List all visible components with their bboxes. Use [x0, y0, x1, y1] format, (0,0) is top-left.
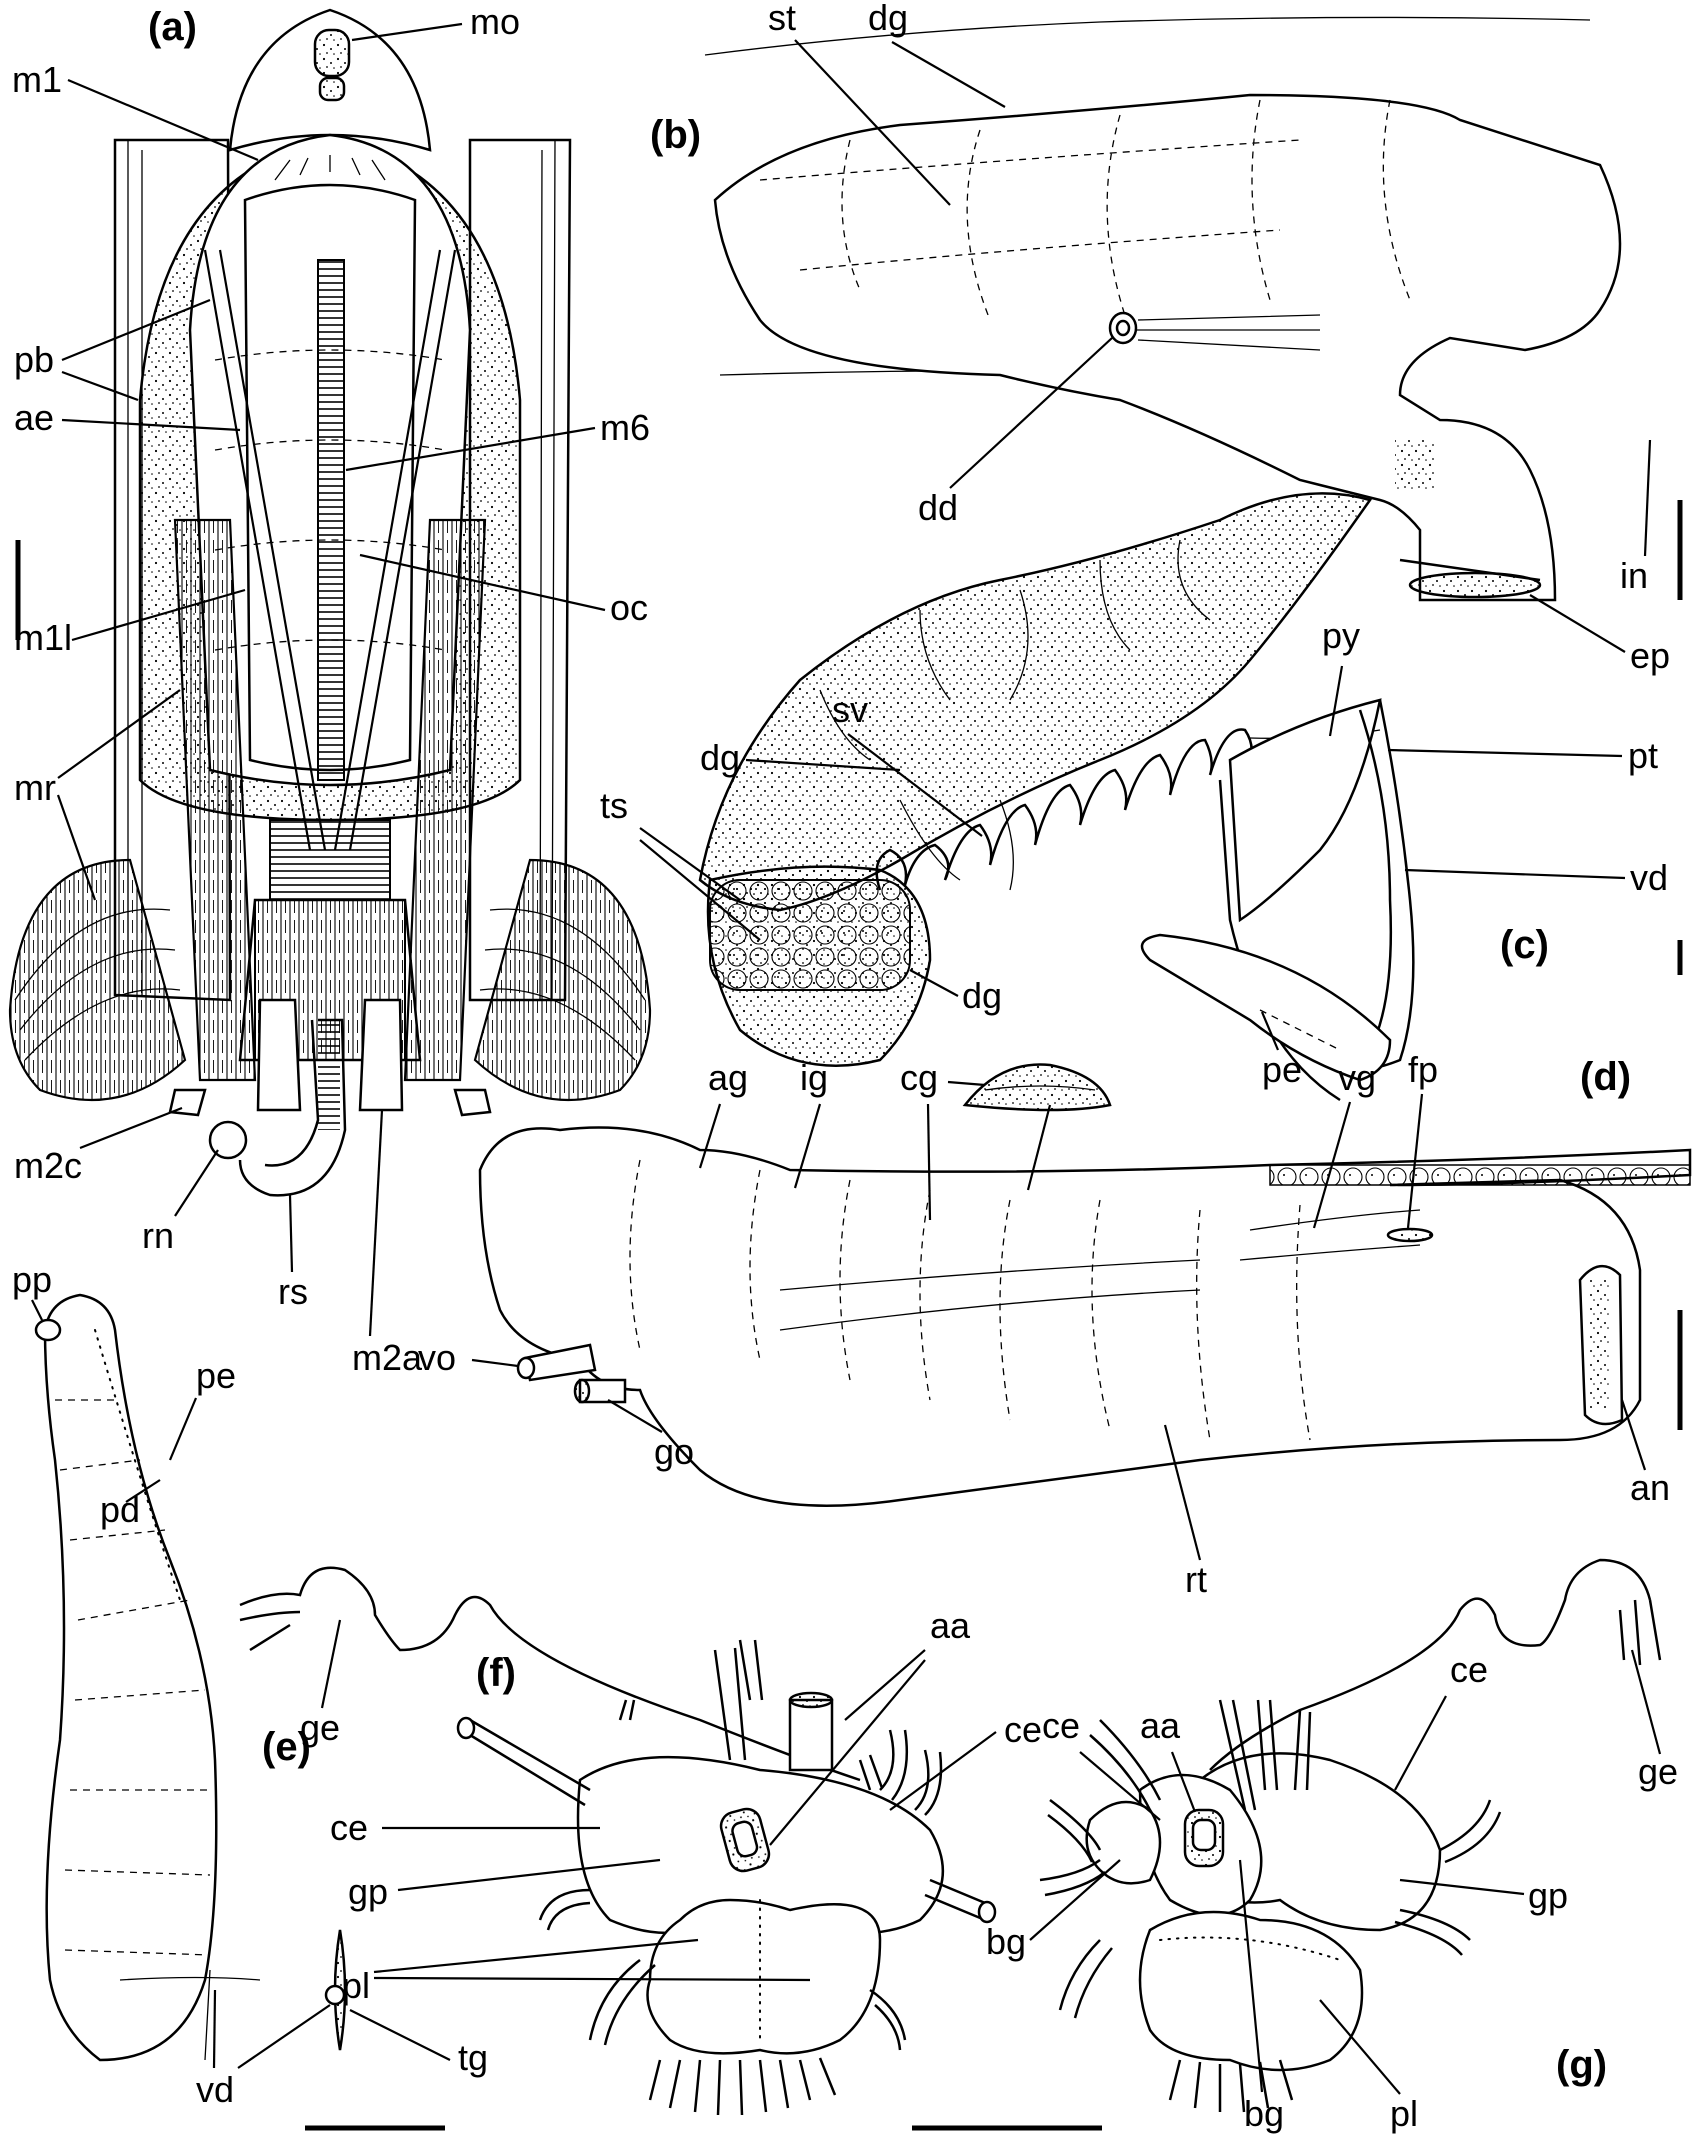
label-pd: pd: [100, 1489, 140, 1530]
label-ig: ig: [800, 1057, 828, 1098]
label-pp: pp: [12, 1259, 52, 1300]
label-in: in: [1620, 555, 1648, 596]
panel-g-letter: (g): [1556, 2043, 1607, 2087]
label-st: st: [768, 0, 796, 38]
label-m2c: m2c: [14, 1145, 82, 1186]
panel-a-buccal-mass: [8, 8, 652, 1197]
label-gp-f: gp: [348, 1871, 388, 1912]
label-pe-e: pe: [196, 1355, 236, 1396]
panel-d-letter: (d): [1580, 1055, 1631, 1099]
label-dg-c2: dg: [962, 975, 1002, 1016]
label-mr: mr: [14, 767, 56, 808]
label-ge-g: ge: [1638, 1751, 1678, 1792]
label-go: go: [654, 1431, 694, 1472]
panel-b-labels: (b) st dg dd in ep: [650, 0, 1683, 676]
label-rn: rn: [142, 1215, 174, 1256]
label-dg-b: dg: [868, 0, 908, 38]
label-pb: pb: [14, 339, 54, 380]
panel-a-letter: (a): [148, 5, 197, 49]
label-ce-f1: ce: [330, 1807, 368, 1848]
label-dg-c1: dg: [700, 737, 740, 778]
label-ce-f2: ce: [1004, 1709, 1042, 1750]
panel-f-labels: (f) ge aa ce ce gp pl: [300, 1605, 1102, 2131]
label-aa-f: aa: [930, 1605, 971, 1646]
label-aa-g: aa: [1140, 1705, 1181, 1746]
label-rs: rs: [278, 1271, 308, 1312]
label-pt: pt: [1628, 735, 1658, 776]
label-sv: sv: [832, 689, 868, 730]
label-m1: m1: [12, 59, 62, 100]
panel-g-labels: (g) aa ce ce ge gp bg bg pl: [986, 1649, 1678, 2134]
label-vo: vo: [418, 1337, 456, 1378]
label-vd-e: vd: [196, 2069, 234, 2110]
label-ge-f: ge: [300, 1707, 340, 1748]
label-m6: m6: [600, 407, 650, 448]
label-ts: ts: [600, 785, 628, 826]
panel-c-letter: (c): [1500, 923, 1549, 967]
label-vg: vg: [1338, 1057, 1376, 1098]
panel-g-nerve-ring: [1039, 1558, 1662, 2113]
label-cg: cg: [900, 1057, 938, 1098]
label-ce-g1: ce: [1042, 1705, 1080, 1746]
panel-c-labels: (c) sv dg py pt ts vd dg pe: [600, 615, 1683, 1090]
label-m1l: m1l: [14, 617, 72, 658]
panel-b-stomach: [704, 16, 1622, 602]
panel-d-labels: (d) ag ig cg vg fp vo go rt an: [418, 1049, 1683, 1600]
panel-e-letter: (e): [262, 1725, 311, 1769]
panel-b-letter: (b): [650, 113, 701, 157]
label-tg: tg: [458, 2037, 488, 2078]
label-gp-g: gp: [1528, 1875, 1568, 1916]
panel-f-letter: (f): [476, 1651, 516, 1695]
label-vd-c: vd: [1630, 857, 1668, 898]
label-bg-g2: bg: [1244, 2093, 1284, 2134]
label-mo: mo: [470, 1, 520, 42]
label-pl-g: pl: [1390, 2093, 1418, 2134]
label-py: py: [1322, 615, 1360, 656]
label-ce-g2: ce: [1450, 1649, 1488, 1690]
label-ag: ag: [708, 1057, 748, 1098]
panel-f-nerve-ring: [239, 1566, 997, 2116]
label-ae: ae: [14, 397, 54, 438]
label-oc: oc: [610, 587, 648, 628]
panel-a-labels: (a) mo m1 pb ae m6 oc m1l mr m2c rn rs m…: [12, 1, 650, 1378]
panel-c-visceral-mass: [698, 492, 1415, 1102]
label-rt: rt: [1185, 1559, 1207, 1600]
panel-e-penis: [34, 1293, 347, 2062]
panel-e-labels: (e) pp pe pd vd tg: [12, 1259, 488, 2131]
label-bg-g1: bg: [986, 1921, 1026, 1962]
label-pl-f: pl: [342, 1965, 370, 2006]
label-m2a: m2a: [352, 1337, 423, 1378]
label-fp: fp: [1408, 1049, 1438, 1090]
label-an: an: [1630, 1467, 1670, 1508]
panel-d-reproductive-tract: [478, 1063, 1692, 1507]
label-dd: dd: [918, 487, 958, 528]
label-pe-c: pe: [1262, 1049, 1302, 1090]
label-ep: ep: [1630, 635, 1670, 676]
